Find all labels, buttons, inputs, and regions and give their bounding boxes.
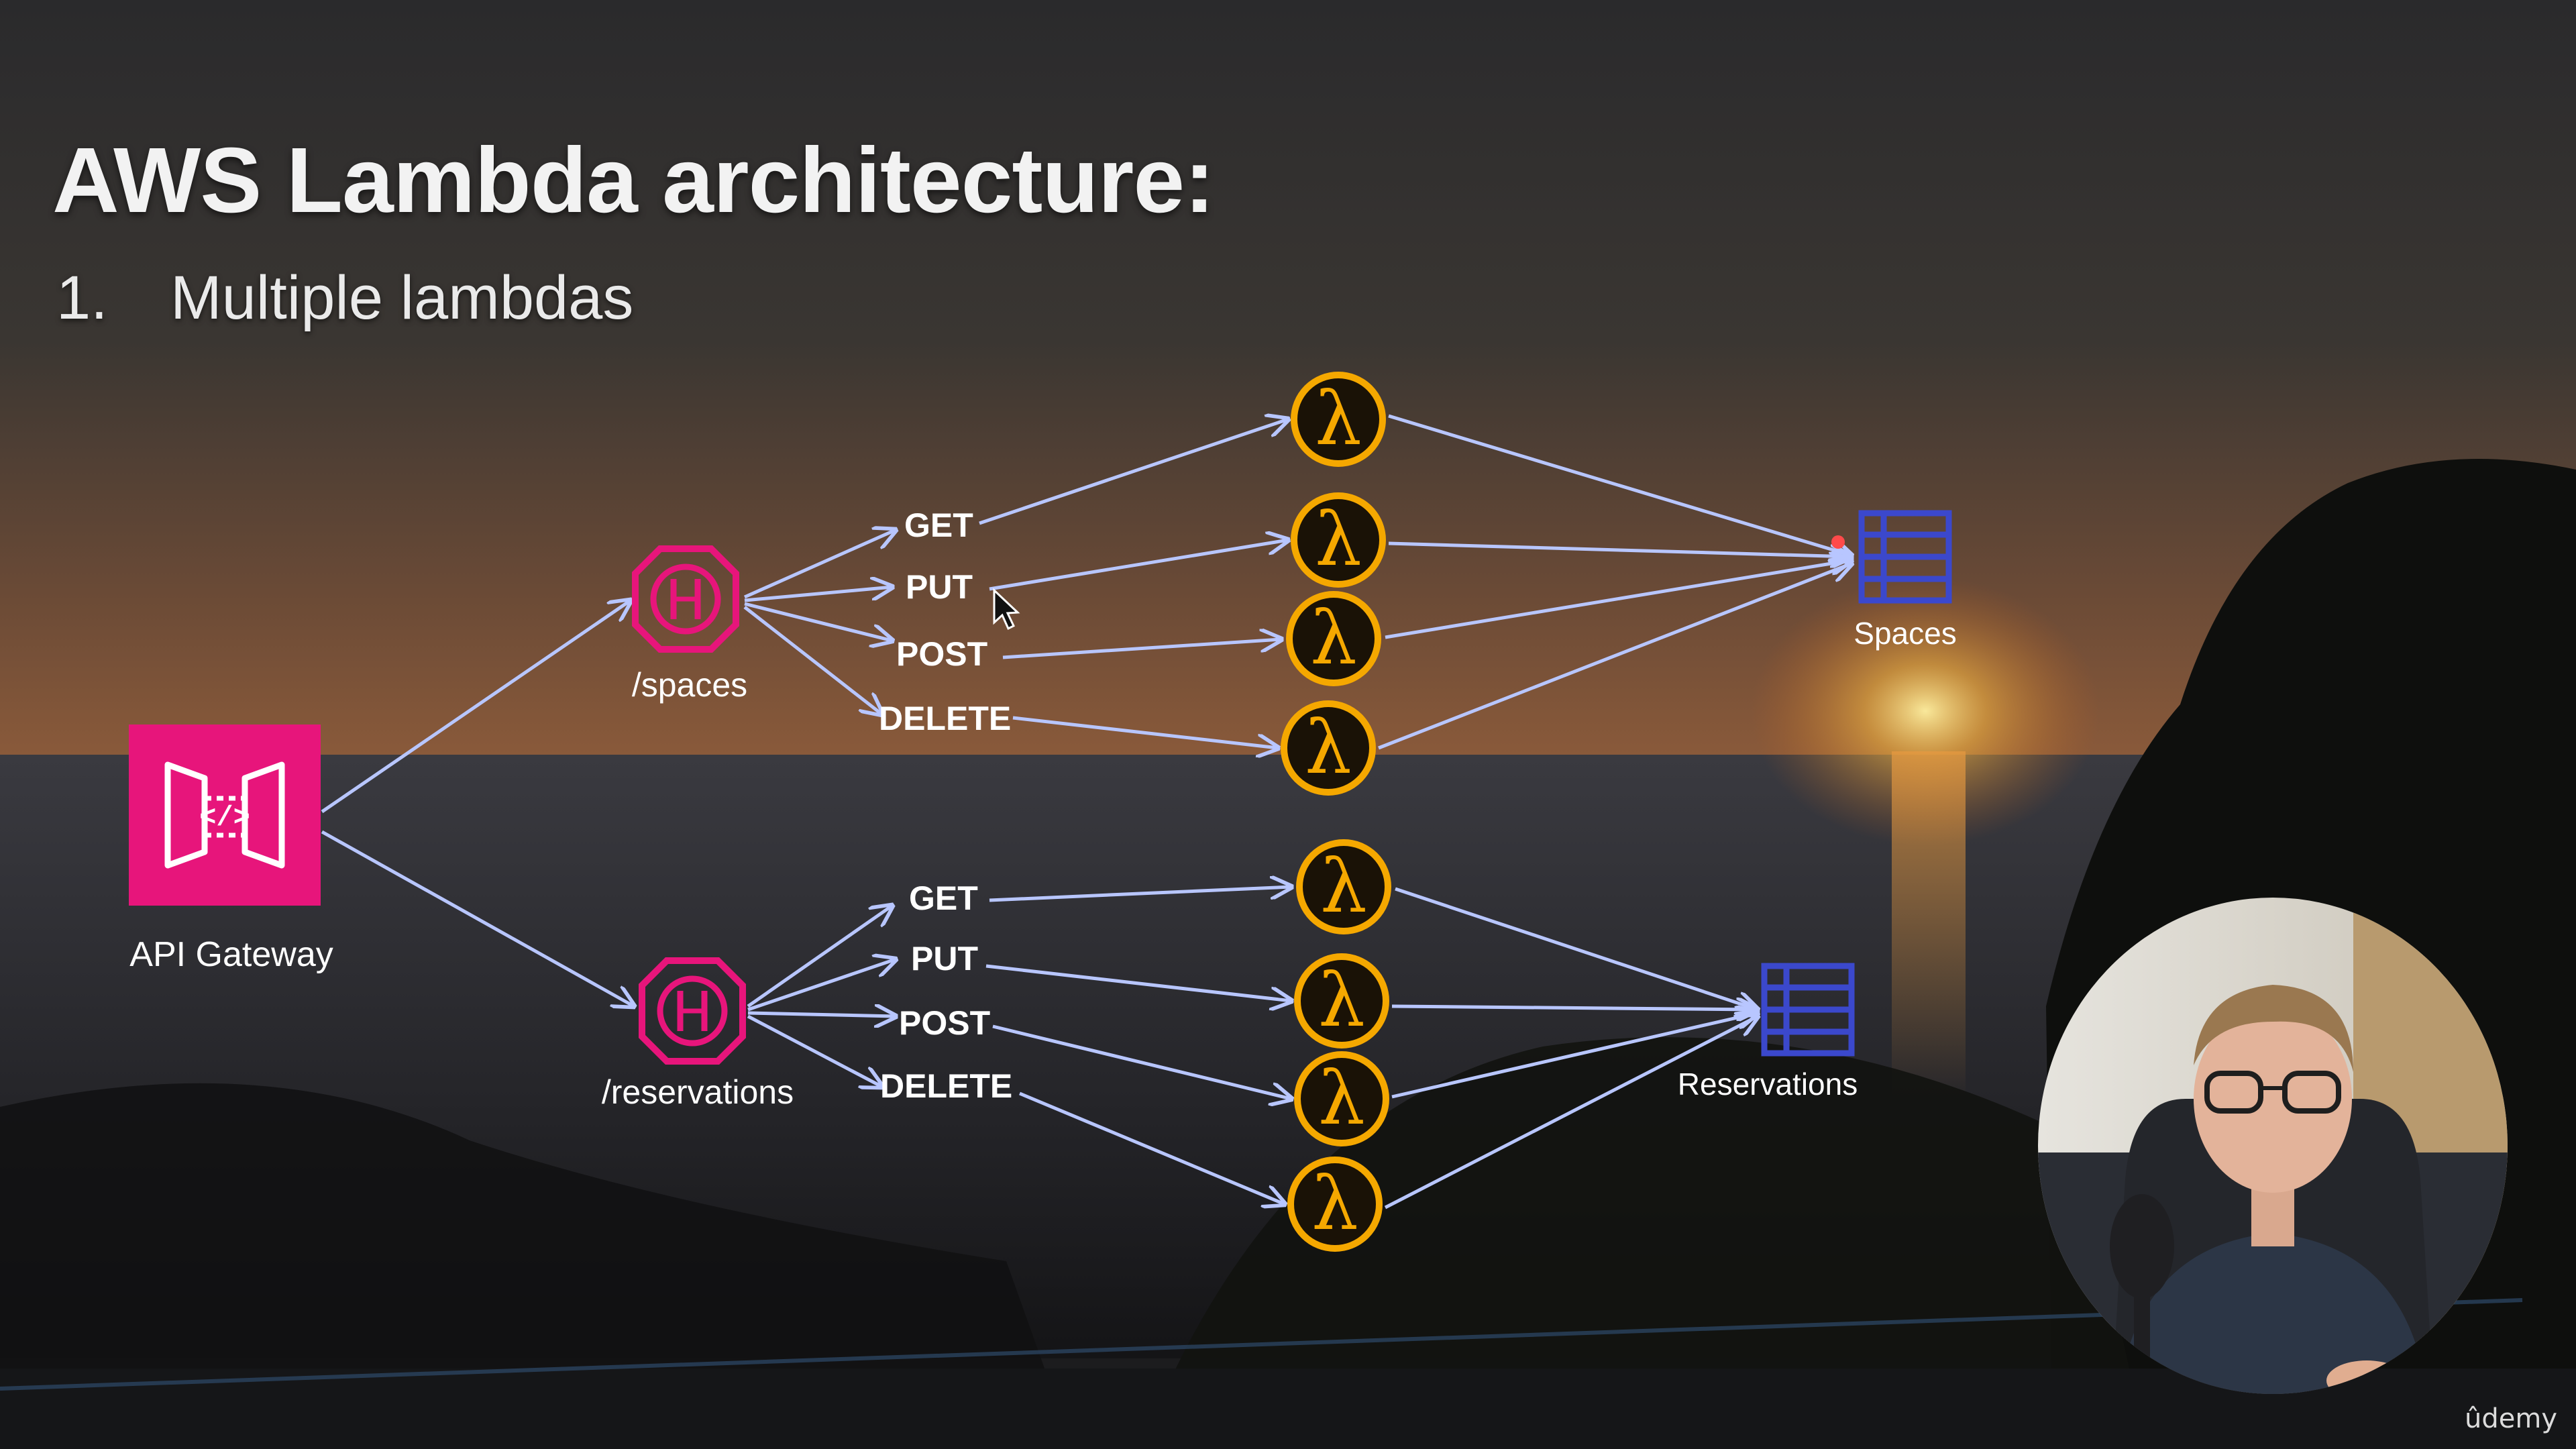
- arrow-get-to-lambda-1: [979, 419, 1288, 525]
- lambda-glyph: λ: [1315, 376, 1362, 462]
- list-item-text: Multiple lambdas: [170, 264, 634, 332]
- lambda-glyph: λ: [1315, 496, 1362, 582]
- arrow-lambda-7-to-reservations: [1391, 1013, 1758, 1099]
- arrow-delete-to-lambda-8: [1019, 1091, 1285, 1204]
- method-label-reservations-put: PUT: [911, 940, 978, 977]
- lambda-functions: λ λ λ λ λ λ λ: [1281, 372, 1391, 1252]
- arrow-post-to-lambda-3: [1002, 639, 1281, 659]
- list-number: 1.: [56, 264, 108, 332]
- method-label-reservations-delete: DELETE: [880, 1067, 1012, 1105]
- api-resource-icon: [639, 957, 746, 1065]
- arrow-get-to-lambda-5: [989, 887, 1291, 902]
- lambda-glyph: λ: [1305, 704, 1352, 790]
- arrow-spaces-to-post: [744, 602, 892, 641]
- arrow-lambda-2-to-spaces: [1388, 541, 1851, 557]
- arrow-lambda-5-to-reservations: [1395, 887, 1758, 1010]
- api-gateway-icon: </>: [129, 724, 321, 906]
- lambda-icon: λ: [1291, 372, 1386, 467]
- arrow-reservations-to-put: [747, 959, 896, 1012]
- arrow-lambda-4-to-spaces: [1378, 564, 1851, 750]
- dynamodb-table-icon: [1858, 510, 1952, 604]
- slide-subtitle: 1. Multiple lambdas: [56, 263, 633, 333]
- lambda-icon: λ: [1281, 700, 1376, 796]
- connector-lines: [321, 414, 1851, 1210]
- mouse-pointer-icon: [993, 588, 1020, 631]
- reservations-methods: GET PUT POST DELETE: [880, 879, 1012, 1105]
- spaces-table-node: Spaces: [1831, 510, 1957, 651]
- method-label-reservations-get: GET: [909, 879, 978, 917]
- arrow-gateway-to-spaces: [321, 600, 631, 814]
- lambda-icon: λ: [1287, 1157, 1383, 1252]
- spaces-methods: GET PUT POST DELETE: [879, 506, 1011, 737]
- arrow-gateway-to-reservations: [321, 830, 634, 1006]
- lambda-glyph: λ: [1318, 1055, 1365, 1141]
- arrow-lambda-8-to-reservations: [1384, 1016, 1758, 1210]
- reservations-table-label: Reservations: [1678, 1067, 1858, 1102]
- lambda-icon: λ: [1296, 839, 1391, 934]
- arrow-put-to-lambda-2: [989, 540, 1288, 591]
- lambda-glyph: λ: [1318, 957, 1365, 1043]
- arrow-put-to-lambda-6: [985, 964, 1291, 1001]
- method-label-spaces-put: PUT: [906, 568, 973, 606]
- api-gateway-label: API Gateway: [129, 935, 333, 974]
- svg-text:</>: </>: [199, 802, 250, 834]
- lambda-glyph: λ: [1311, 1161, 1358, 1246]
- arrow-reservations-to-get: [747, 906, 892, 1008]
- arrow-reservations-to-post: [747, 1013, 896, 1016]
- spaces-resource-label: /spaces: [632, 666, 747, 704]
- arrow-spaces-to-get: [743, 530, 896, 599]
- lambda-glyph: λ: [1310, 595, 1357, 681]
- reservations-table-node: Reservations: [1678, 963, 1858, 1102]
- reservations-resource-label: /reservations: [602, 1073, 794, 1111]
- arrow-lambda-6-to-reservations: [1391, 1006, 1758, 1010]
- dynamodb-table-icon: [1761, 963, 1855, 1057]
- method-label-spaces-delete: DELETE: [879, 700, 1011, 737]
- slide-title: AWS Lambda architecture:: [52, 129, 1215, 232]
- lambda-icon: λ: [1291, 492, 1386, 588]
- arrow-lambda-3-to-spaces: [1385, 560, 1851, 639]
- arrow-reservations-to-delete: [747, 1014, 882, 1087]
- reservations-resource-node: /reservations: [602, 957, 794, 1111]
- arrow-lambda-1-to-spaces: [1388, 414, 1851, 555]
- cursor-dot: [1831, 535, 1845, 549]
- arrow-spaces-to-put: [744, 587, 892, 602]
- method-label-spaces-post: POST: [896, 635, 987, 673]
- lambda-icon: λ: [1294, 953, 1389, 1049]
- arrow-spaces-to-delete: [743, 606, 882, 714]
- lambda-glyph: λ: [1320, 843, 1367, 929]
- method-label-reservations-post: POST: [899, 1004, 990, 1042]
- spaces-resource-node: /spaces: [632, 545, 747, 704]
- api-resource-icon: [632, 545, 739, 653]
- arrow-post-to-lambda-7: [992, 1024, 1291, 1099]
- lambda-icon: λ: [1294, 1051, 1389, 1146]
- spaces-table-label: Spaces: [1854, 616, 1956, 651]
- presenter-webcam: [2038, 898, 2508, 1394]
- lambda-icon: λ: [1286, 591, 1381, 686]
- method-label-spaces-get: GET: [904, 506, 973, 544]
- arrow-delete-to-lambda-4: [1012, 716, 1278, 748]
- udemy-watermark: ûdemy: [2465, 1403, 2557, 1434]
- api-gateway-node: </> API Gateway: [129, 724, 333, 974]
